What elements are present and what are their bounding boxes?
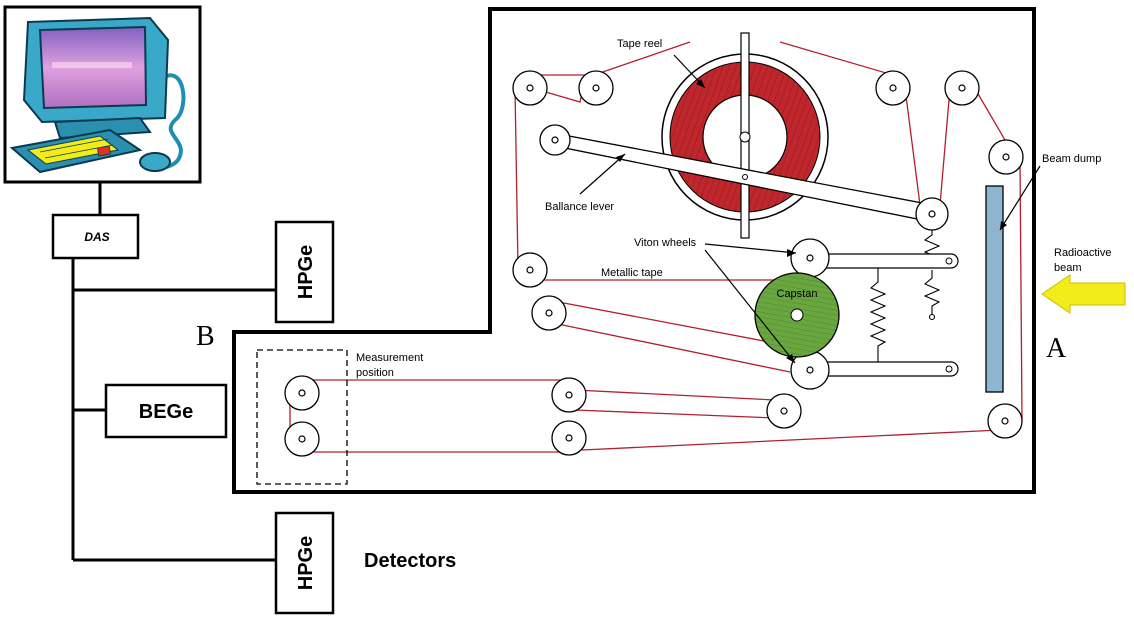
hpge-top-label: HPGe [295,245,317,299]
detector-wiring [71,182,276,562]
tape-reel [661,32,829,239]
detectors-label: Detectors [364,550,456,572]
hpge-detector-top: HPGe [274,220,335,324]
point-a-label: A [1046,333,1067,364]
measurement-position-label-2: position [356,367,394,379]
guide-wheel [284,421,320,457]
hpge-bottom-label: HPGe [295,536,317,590]
ballance-lever-label: Ballance lever [545,201,614,213]
computer-icon [3,5,202,184]
capstan-label: Capstan [777,288,818,300]
point-b-label: B [196,321,215,352]
radioactive-beam-label-1: Radioactive [1054,247,1111,259]
viton-wheels-label: Viton wheels [634,237,697,249]
beam-dump-label: Beam dump [1042,153,1101,165]
guide-wheel [915,197,949,231]
guide-wheel [551,420,587,456]
guide-wheel [551,377,587,413]
tape-reel-label: Tape reel [617,38,662,50]
annotation-pointers [579,54,1041,364]
guide-wheel [539,124,571,156]
radioactive-beam-label-2: beam [1054,262,1082,274]
measurement-position-label-1: Measurement [356,352,423,364]
tension-springs [869,225,941,362]
das-label: DAS [84,230,109,244]
guide-wheel [578,70,614,106]
metallic-tape-label: Metallic tape [601,267,663,279]
viton-wheel-hub [806,366,814,374]
guide-wheel [875,70,911,106]
hpge-detector-bottom: HPGe [274,511,335,615]
viton-wheel-hub [806,254,814,262]
guide-wheel [988,139,1024,175]
guide-wheel [766,393,802,429]
radioactive-beam-arrow [1041,274,1126,314]
beam-dump [985,185,1004,393]
guide-wheel [987,403,1023,439]
guide-wheel [284,375,320,411]
guide-wheel [512,70,548,106]
tape-station-frame [232,7,1036,494]
guide-wheel [944,70,980,106]
das-box: DAS [51,213,140,260]
bege-detector: BEGe [104,383,228,439]
guide-wheels [284,70,1024,457]
capstan: Capstan [754,272,840,358]
guide-wheel [512,252,548,288]
measurement-position-box [256,349,348,485]
guide-wheel [531,295,567,331]
viton-arms [799,253,959,377]
bege-label: BEGe [139,401,193,423]
